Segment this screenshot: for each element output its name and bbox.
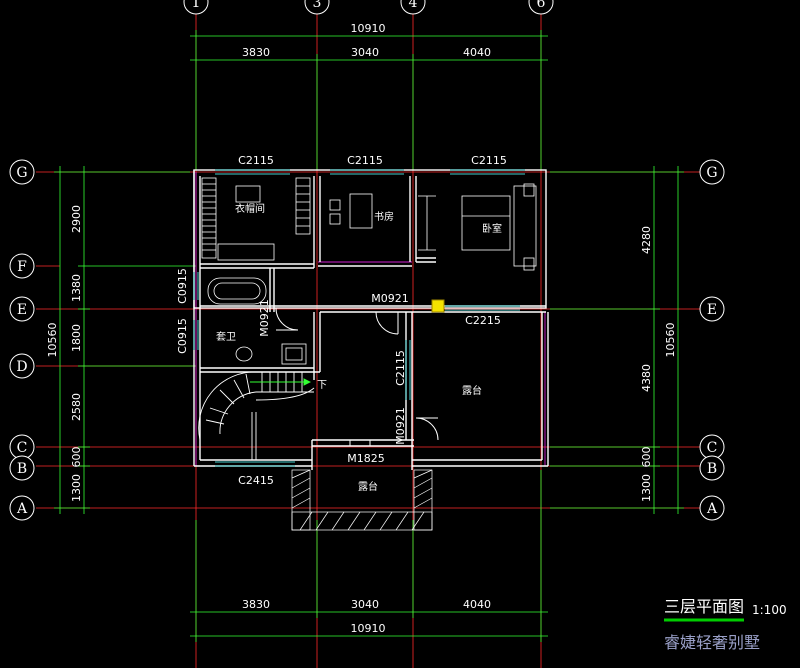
dim-left-seg-3: 1800: [70, 324, 83, 352]
dim-right-seg-4: 1300: [640, 474, 653, 502]
outer-wall-upper: [193, 169, 547, 309]
drawing-scale: 1:100: [752, 603, 787, 617]
magenta-lines: [195, 172, 546, 466]
room-label-bathroom: 套卫: [216, 330, 236, 343]
window-label-top-mid: C2115: [347, 154, 383, 167]
dim-top-total: 10910: [351, 22, 386, 35]
balcony-railing: [291, 469, 433, 531]
door-label-hall: M0921: [371, 292, 409, 305]
drawing-title: 三层平面图: [664, 597, 744, 616]
axis-bubbles: [9, 0, 725, 521]
room-label-cloakroom: 衣帽间: [235, 202, 265, 215]
axis-bubble-6: [528, 0, 554, 15]
axis-bubble-3: [304, 0, 330, 15]
axis-label-c-left: C: [17, 440, 28, 456]
dimension-lines: [54, 30, 684, 642]
axis-label-3: 3: [313, 0, 322, 11]
axis-label-1: 1: [192, 0, 201, 11]
axis-grid: [36, 14, 700, 668]
window-label-bottom: C2415: [238, 474, 274, 487]
furniture: [201, 177, 537, 365]
axis-label-a-left: A: [16, 501, 28, 517]
room-label-bedroom: 卧室: [482, 222, 502, 235]
window-label-bath-upper: C0915: [176, 268, 189, 304]
axis-label-b-right: B: [707, 461, 717, 477]
dim-left-seg-4: 2580: [70, 393, 83, 421]
dim-left-seg-5: 600: [70, 447, 83, 468]
door-label-bottom: M1825: [347, 452, 385, 465]
dim-right-seg-2: 4380: [640, 364, 653, 392]
axis-label-c-right: C: [707, 440, 718, 456]
windows: [193, 169, 525, 467]
axis-label-f-left: F: [17, 259, 27, 275]
axis-bubble-f-left: [9, 253, 35, 279]
axis-bubble-e-left: [9, 296, 35, 322]
dim-bottom-total: 10910: [351, 622, 386, 635]
dim-bottom-seg-2: 3040: [351, 598, 379, 611]
dim-left-seg-6: 1300: [70, 474, 83, 502]
window-label-bath-lower: C0915: [176, 318, 189, 354]
window-label-top-left: C2115: [238, 154, 274, 167]
stair-direction-label: 下: [317, 380, 327, 391]
axis-label-a-right: A: [706, 501, 718, 517]
dim-right-total: 10560: [664, 323, 677, 358]
dim-right-seg-3: 600: [640, 447, 653, 468]
axis-bubble-g-left: [9, 159, 35, 185]
dim-left-seg-2: 1380: [70, 274, 83, 302]
window-label-balcony: C2215: [465, 314, 501, 327]
column-marker: [431, 299, 445, 313]
axis-bubble-g-right: [699, 159, 725, 185]
axis-label-6: 6: [537, 0, 546, 11]
axis-bubble-1: [183, 0, 209, 15]
staircase: [198, 371, 315, 460]
axis-label-e-left: E: [17, 302, 27, 318]
dim-bottom-seg-3: 4040: [463, 598, 491, 611]
axis-label-b-left: B: [17, 461, 27, 477]
axis-label-d-left: D: [16, 359, 27, 375]
dim-top-seg-1: 3830: [242, 46, 270, 59]
axis-bubble-a-left: [9, 495, 35, 521]
axis-bubble-b-right: [699, 455, 725, 481]
axis-label-e-right: E: [707, 302, 717, 318]
room-label-study: 书房: [374, 210, 394, 223]
axis-bubble-e-right: [699, 296, 725, 322]
axis-label-g-right: G: [706, 165, 717, 181]
dim-bottom-seg-1: 3830: [242, 598, 270, 611]
axis-label-g-left: G: [16, 165, 27, 181]
window-label-hall: C2115: [394, 350, 407, 386]
window-label-top-right: C2115: [471, 154, 507, 167]
dim-top-seg-2: 3040: [351, 46, 379, 59]
door-label-bath: M0921: [258, 299, 271, 337]
doors: [275, 307, 439, 446]
dim-top-seg-3: 4040: [463, 46, 491, 59]
axis-bubble-4: [400, 0, 426, 15]
dim-left-seg-1: 2900: [70, 205, 83, 233]
axis-label-4: 4: [409, 0, 418, 11]
dim-left-total: 10560: [46, 323, 59, 358]
dim-right-seg-1: 4280: [640, 226, 653, 254]
door-label-terrace: M0921: [394, 407, 407, 445]
axis-bubble-d-left: [9, 353, 35, 379]
axis-bubble-b-left: [9, 455, 35, 481]
axis-bubble-a-right: [699, 495, 725, 521]
project-name: 睿婕轻奢别墅: [664, 633, 760, 652]
room-label-balcony: 露台: [358, 480, 378, 493]
room-label-terrace: 露台: [462, 384, 482, 397]
